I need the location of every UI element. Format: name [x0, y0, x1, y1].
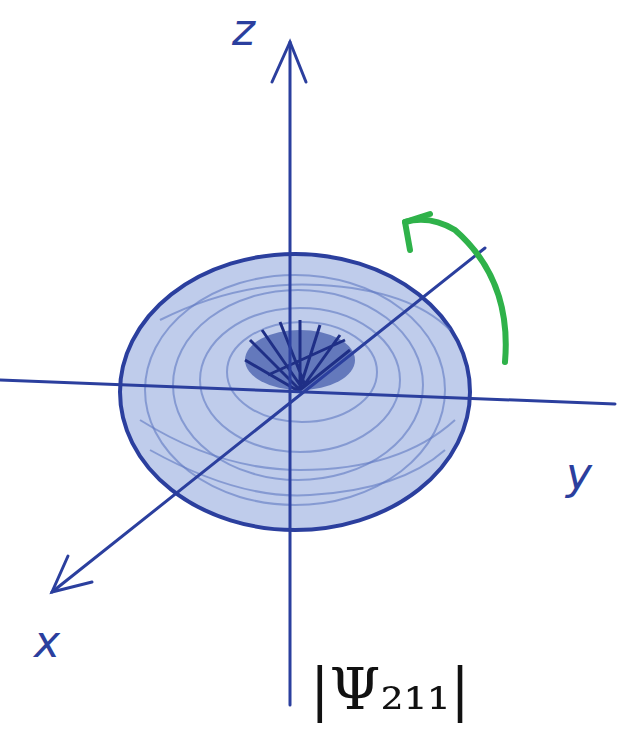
wavefunction-label: |Ψ₂₁₁| [310, 660, 470, 718]
rotation-arrow [405, 214, 506, 362]
y-axis [0, 380, 615, 404]
z-axis [289, 42, 292, 705]
z-arrowhead [272, 42, 306, 82]
axis-label: x [34, 620, 60, 664]
axis-label: y [566, 452, 592, 496]
central-hole [245, 320, 355, 392]
axis-label: z [232, 8, 255, 52]
x-axis [52, 248, 485, 592]
x-arrowhead [52, 556, 92, 592]
axes [0, 42, 615, 705]
